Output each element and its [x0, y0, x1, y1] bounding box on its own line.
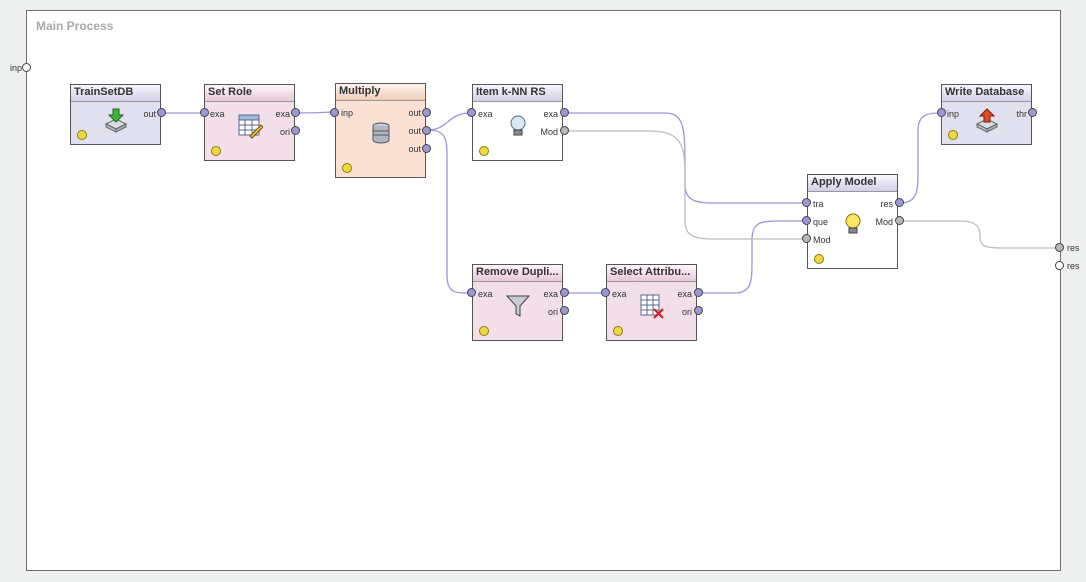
- port-label-exa-in: exa: [478, 109, 493, 119]
- removedup-ori-port[interactable]: [560, 306, 569, 315]
- process-result-label-1: res: [1067, 243, 1080, 253]
- setrole-exa-in-port[interactable]: [200, 108, 209, 117]
- status-lamp: [814, 254, 824, 264]
- writedb-thr-port[interactable]: [1028, 108, 1037, 117]
- operator-multiply[interactable]: Multiply inp out out out: [335, 83, 426, 178]
- filter-funnel-icon: [505, 295, 531, 317]
- table-edit-icon: [238, 114, 263, 139]
- operator-title: TrainSetDB: [71, 85, 160, 102]
- port-label-out-1: out: [408, 108, 421, 118]
- port-label-ori: ori: [547, 307, 558, 317]
- port-label-exa-out: exa: [677, 289, 692, 299]
- removedup-exa-out-port[interactable]: [560, 288, 569, 297]
- multiply-inp-port[interactable]: [330, 108, 339, 117]
- applymodel-tra-port[interactable]: [802, 198, 811, 207]
- database-read-icon: [104, 108, 128, 133]
- applymodel-que-port[interactable]: [802, 216, 811, 225]
- process-input-port[interactable]: [22, 63, 31, 72]
- port-label-inp: inp: [341, 108, 354, 118]
- multiply-out-port-3[interactable]: [422, 144, 431, 153]
- operator-title: Write Database: [942, 85, 1031, 102]
- port-label-exa-out: exa: [543, 109, 558, 119]
- selectattr-exa-in-port[interactable]: [601, 288, 610, 297]
- status-lamp: [613, 326, 623, 336]
- setrole-ori-port[interactable]: [291, 126, 300, 135]
- selectattr-exa-out-port[interactable]: [694, 288, 703, 297]
- applymodel-res-port[interactable]: [895, 198, 904, 207]
- port-label-mod-out: Mod: [875, 217, 893, 227]
- process-result-label-2: res: [1067, 261, 1080, 271]
- operator-title: Remove Dupli...: [473, 265, 562, 282]
- status-lamp: [479, 326, 489, 336]
- port-label-que: que: [813, 217, 829, 227]
- setrole-exa-out-port[interactable]: [291, 108, 300, 117]
- operator-title: Multiply: [336, 84, 425, 101]
- port-label-exa-out: exa: [275, 109, 290, 119]
- knn-exa-out-port[interactable]: [560, 108, 569, 117]
- lightbulb-lit-icon: [845, 213, 861, 234]
- operator-title: Set Role: [205, 85, 294, 102]
- applymodel-mod-out-port[interactable]: [895, 216, 904, 225]
- applymodel-mod-in-port[interactable]: [802, 234, 811, 243]
- status-lamp: [211, 146, 221, 156]
- operator-title: Item k-NN RS: [473, 85, 562, 102]
- writedb-inp-port[interactable]: [937, 108, 946, 117]
- table-delete-column-icon: [640, 294, 664, 319]
- operator-title: Select Attribu...: [607, 265, 696, 282]
- process-result-port-1[interactable]: [1055, 243, 1064, 252]
- status-lamp: [77, 130, 87, 140]
- status-lamp: [342, 163, 352, 173]
- process-result-port-2[interactable]: [1055, 261, 1064, 270]
- operator-select-attributes[interactable]: Select Attribu... exa exa ori: [606, 264, 697, 341]
- operator-title: Apply Model: [808, 175, 897, 192]
- process-input-label: inp: [10, 63, 23, 73]
- removedup-exa-in-port[interactable]: [467, 288, 476, 297]
- port-label-out-2: out: [408, 126, 421, 136]
- lightbulb-icon: [510, 115, 526, 136]
- operator-remove-duplicates[interactable]: Remove Dupli... exa exa ori: [472, 264, 563, 341]
- status-lamp: [948, 130, 958, 140]
- knn-exa-in-port[interactable]: [467, 108, 476, 117]
- operator-apply-model[interactable]: Apply Model tra que Mod res Mod: [807, 174, 898, 269]
- port-label-mod: Mod: [540, 127, 558, 137]
- port-label-mod-in: Mod: [813, 235, 831, 245]
- port-label-out-3: out: [408, 144, 421, 154]
- port-label-ori: ori: [681, 307, 692, 317]
- port-label-thr: thr: [1016, 109, 1027, 119]
- port-label-exa-in: exa: [210, 109, 225, 119]
- operator-item-knn-rs[interactable]: Item k-NN RS exa exa Mod: [472, 84, 563, 161]
- multiply-out-port-1[interactable]: [422, 108, 431, 117]
- selectattr-ori-port[interactable]: [694, 306, 703, 315]
- port-label-inp: inp: [947, 109, 960, 119]
- port-label-exa-in: exa: [612, 289, 627, 299]
- operator-set-role[interactable]: Set Role exa exa ori: [204, 84, 295, 161]
- trainsetdb-out-port[interactable]: [157, 108, 166, 117]
- process-title: Main Process: [36, 19, 114, 33]
- operator-trainsetdb[interactable]: TrainSetDB out: [70, 84, 161, 145]
- port-label-out: out: [143, 109, 156, 119]
- port-label-exa-in: exa: [478, 289, 493, 299]
- port-label-ori: ori: [279, 127, 290, 137]
- database-write-icon: [975, 108, 999, 133]
- port-label-res: res: [880, 199, 893, 209]
- operator-write-database[interactable]: Write Database inp thr: [941, 84, 1032, 145]
- status-lamp: [479, 146, 489, 156]
- port-label-exa-out: exa: [543, 289, 558, 299]
- database-stack-icon: [372, 122, 390, 144]
- multiply-out-port-2[interactable]: [422, 126, 431, 135]
- port-label-tra: tra: [813, 199, 824, 209]
- knn-mod-port[interactable]: [560, 126, 569, 135]
